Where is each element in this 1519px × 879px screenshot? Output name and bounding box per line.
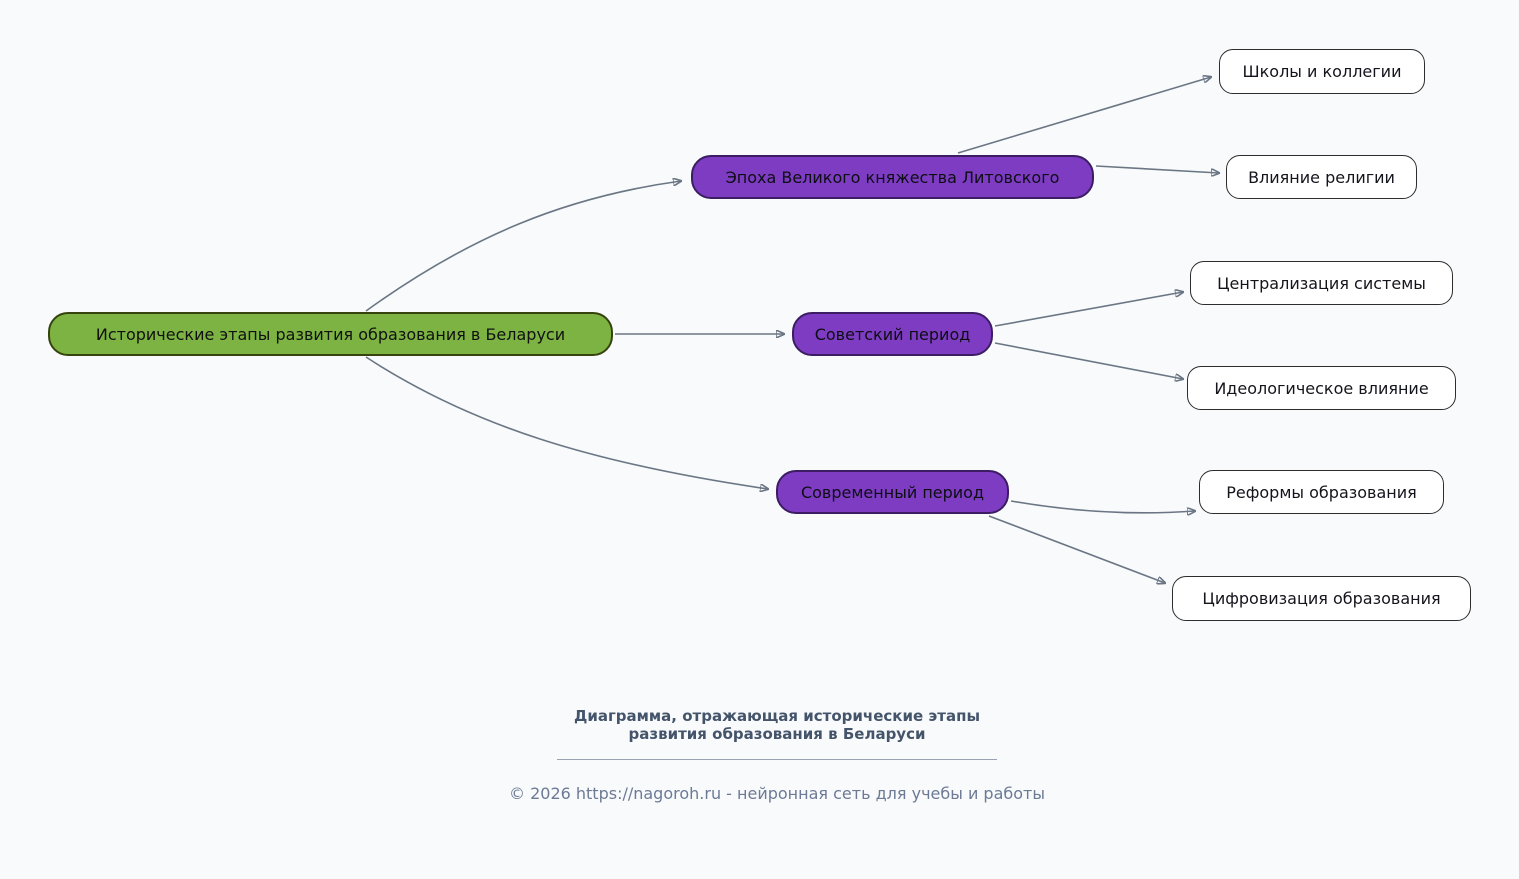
edge-modern-to-reforms (1010, 500, 1195, 513)
edge-era-to-religion (1095, 165, 1219, 173)
node-leaf-centralization-label: Централизация системы (1217, 273, 1426, 293)
node-leaf-schools: Школы и коллегии (1219, 49, 1425, 94)
edge-soviet-to-centralization (994, 292, 1183, 327)
node-leaf-ideology-label: Идеологическое влияние (1214, 378, 1429, 398)
node-root: Исторические этапы развития образования … (48, 312, 613, 356)
node-leaf-schools-label: Школы и коллегии (1242, 62, 1402, 81)
node-branch-era-label: Эпоха Великого княжества Литовского (725, 167, 1060, 187)
edge-modern-to-digital (988, 515, 1165, 583)
node-leaf-reforms-label: Реформы образования (1226, 482, 1417, 502)
footer-divider (557, 759, 997, 760)
edge-soviet-to-ideology (994, 342, 1183, 379)
diagram-caption-line1: Диаграмма, отражающая исторические этапы (573, 707, 981, 725)
node-leaf-centralization: Централизация системы (1190, 261, 1453, 305)
node-root-label: Исторические этапы развития образования … (95, 324, 566, 344)
footer-copyright: © 2026 https://nagoroh.ru - нейронная се… (508, 784, 1046, 803)
node-leaf-digital-label: Цифровизация образования (1202, 589, 1441, 608)
edge-root-to-modern (365, 356, 768, 489)
node-branch-modern: Современный период (776, 470, 1009, 514)
edge-root-to-era (365, 181, 681, 312)
node-branch-era: Эпоха Великого княжества Литовского (691, 155, 1094, 199)
node-leaf-reforms: Реформы образования (1199, 470, 1444, 514)
node-branch-soviet-label: Советский период (814, 324, 971, 344)
edge-era-to-schools (957, 77, 1211, 154)
node-leaf-religion-label: Влияние религии (1248, 167, 1395, 187)
node-leaf-digital: Цифровизация образования (1172, 576, 1471, 621)
diagram-caption: Диаграмма, отражающая исторические этапы… (574, 707, 980, 743)
diagram-caption-line2: развития образования в Беларуси (628, 725, 926, 743)
node-branch-modern-label: Современный период (800, 482, 985, 502)
node-branch-soviet: Советский период (792, 312, 993, 356)
node-leaf-religion: Влияние религии (1226, 155, 1417, 199)
node-leaf-ideology: Идеологическое влияние (1187, 366, 1456, 410)
